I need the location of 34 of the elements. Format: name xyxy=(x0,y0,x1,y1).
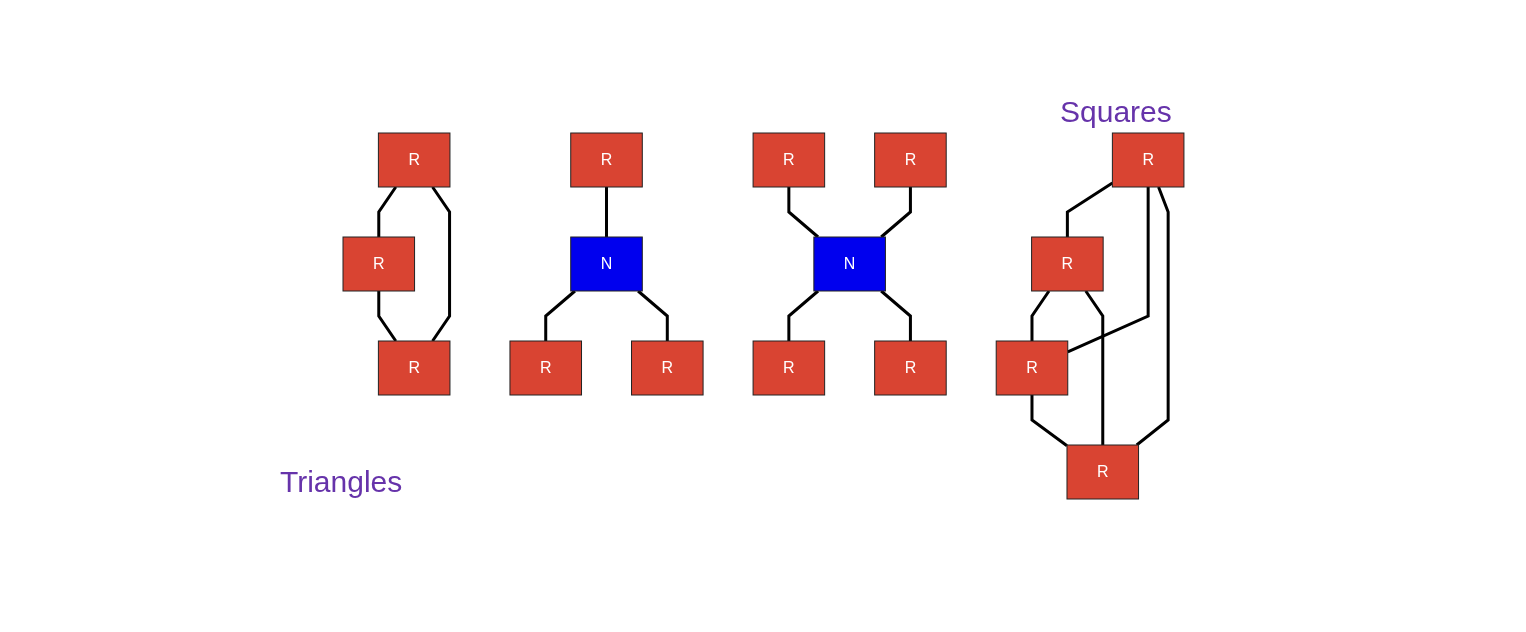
group-label: Squares xyxy=(1060,95,1172,129)
connector xyxy=(1065,181,1113,237)
node-box: R xyxy=(377,132,450,188)
connector xyxy=(1030,290,1050,341)
connector xyxy=(1084,290,1104,445)
node-box: R xyxy=(342,236,415,292)
connector xyxy=(376,186,397,237)
connector xyxy=(636,289,669,341)
node-box: R xyxy=(1030,236,1104,292)
connector xyxy=(1066,187,1150,354)
connector xyxy=(1135,186,1170,447)
connector xyxy=(786,187,819,239)
node-box: R xyxy=(1066,444,1139,500)
node-box: R xyxy=(377,340,450,396)
connector xyxy=(376,291,397,342)
connector xyxy=(1030,395,1068,447)
node-box: N xyxy=(569,236,643,292)
connector xyxy=(879,187,912,239)
node-box: N xyxy=(812,236,886,292)
node-box: R xyxy=(509,340,582,396)
node-box: R xyxy=(873,132,947,188)
node-box: R xyxy=(995,340,1068,396)
node-box: R xyxy=(569,132,643,188)
node-box: R xyxy=(1111,132,1184,188)
connector xyxy=(543,289,576,341)
connector xyxy=(786,289,819,341)
node-box: R xyxy=(630,340,704,396)
node-box: R xyxy=(873,340,947,396)
connector xyxy=(430,186,451,342)
group-label: Triangles xyxy=(280,465,403,499)
connector xyxy=(604,187,608,237)
connector xyxy=(879,289,912,341)
node-box: R xyxy=(752,132,825,188)
node-box: R xyxy=(752,340,825,396)
